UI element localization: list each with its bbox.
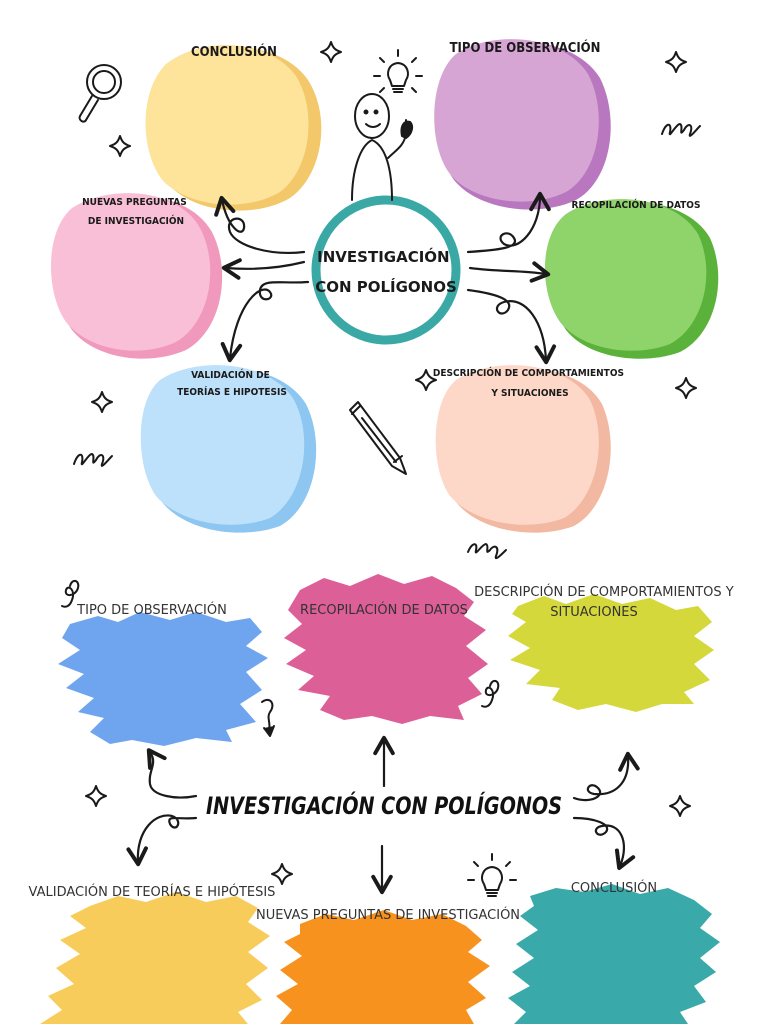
bubble-descripcion: DESCRIPCIÓN DE COMPORTAMIENTOS Y SITUACI… [433,365,627,533]
bubble-tipo-body [434,39,599,202]
center-ring [311,195,461,345]
arrow-down-validacion [126,814,198,867]
splash-conclusion: CONCLUSIÓN [508,880,720,1024]
splash-validacion: VALIDACIÓN DE TEORÍAS E HIPÓTESIS [29,884,276,1024]
bubble-recopilacion-label: RECOPILACIÓN DE DATOS [572,198,701,211]
bottom-title: INVESTIGACIÓN CON POLÍGONOS [206,790,562,820]
bubble-recopilacion: RECOPILACIÓN DE DATOS [544,198,719,359]
sparkle-icon [85,785,691,885]
splash-conclusion-label: CONCLUSIÓN [571,880,657,896]
bubble-validacion-label: VALIDACIÓN DE TEORÍAS E HIPOTESIS [177,368,287,398]
bubble-conclusion-body [145,44,309,205]
splash-nuevas-label: NUEVAS PREGUNTAS DE INVESTIGACIÓN [256,907,520,923]
lightbulb-icon [373,49,423,93]
bubble-conclusion: CONCLUSIÓN [145,44,322,211]
splash-validacion-label: VALIDACIÓN DE TEORÍAS E HIPÓTESIS [29,884,276,900]
bubble-tipo-observacion: TIPO DE OBSERVACIÓN [434,39,611,210]
arrow-up-descripcion [572,751,640,802]
person-icon [351,93,414,201]
splash-descripcion-shape [508,594,714,712]
splash-conclusion-shape [508,884,720,1024]
arrow-to-tipo [466,191,551,254]
arrow-to-nuevas [221,258,306,280]
splash-descripcion-label: DESCRIPCIÓN DE COMPORTAMIENTOS Y SITUACI… [474,584,738,620]
splash-nuevas-shape [276,910,490,1024]
center-label: INVESTIGACIÓN CON POLÍGONOS [315,247,457,296]
top-arrows [214,191,557,365]
bubble-nuevas-body [50,193,211,351]
bubble-descripcion-body [435,365,599,525]
bubble-validacion: VALIDACIÓN DE TEORÍAS E HIPOTESIS [140,365,317,533]
splash-validacion-shape [40,892,270,1024]
arrow-to-conclusion [214,195,306,254]
top-mind-map: CONCLUSIÓN TIPO DE OBSERVACIÓN NUEVAS PR… [50,39,719,533]
bottom-arrows [126,735,640,895]
splash-recopilacion-label: RECOPILACIÓN DE DATOS [300,602,468,618]
bubble-nuevas-label: NUEVAS PREGUNTAS DE INVESTIGACIÓN [82,197,190,227]
splash-tipo-label: TIPO DE OBSERVACIÓN [76,602,227,618]
bubble-tipo-label: TIPO DE OBSERVACIÓN [450,40,601,56]
bubble-recopilacion-body [544,199,707,351]
lightbulb-icon [467,853,517,897]
arrow-to-validacion [220,280,310,363]
splash-recopilacion-shape [284,574,488,724]
splash-tipo-observacion: TIPO DE OBSERVACIÓN [58,602,268,746]
bubble-descripcion-label: DESCRIPCIÓN DE COMPORTAMIENTOS Y SITUACI… [433,366,627,399]
splash-descripcion: DESCRIPCIÓN DE COMPORTAMIENTOS Y SITUACI… [474,584,738,712]
arrow-to-recopilacion [468,261,551,283]
arrow-up-tipo [146,748,198,799]
arrow-to-descripcion [466,288,557,365]
center-node: INVESTIGACIÓN CON POLÍGONOS [311,195,461,345]
splash-tipo-shape [58,612,268,746]
bubble-nuevas-preguntas: NUEVAS PREGUNTAS DE INVESTIGACIÓN [50,193,223,359]
swirl-icon [73,123,701,467]
swirl-icon [61,543,507,737]
bottom-mind-map: TIPO DE OBSERVACIÓN RECOPILACIÓN DE DATO… [29,543,738,1024]
arrow-down-conclusion [572,816,636,871]
magnifier-icon [78,64,122,123]
pencil-icon [349,401,407,475]
sparkle-icon [91,41,697,413]
splash-recopilacion: RECOPILACIÓN DE DATOS [284,574,488,724]
bubble-validacion-body [140,365,305,525]
bubble-conclusion-label: CONCLUSIÓN [191,44,277,60]
splash-nuevas-preguntas: NUEVAS PREGUNTAS DE INVESTIGACIÓN [256,907,520,1024]
